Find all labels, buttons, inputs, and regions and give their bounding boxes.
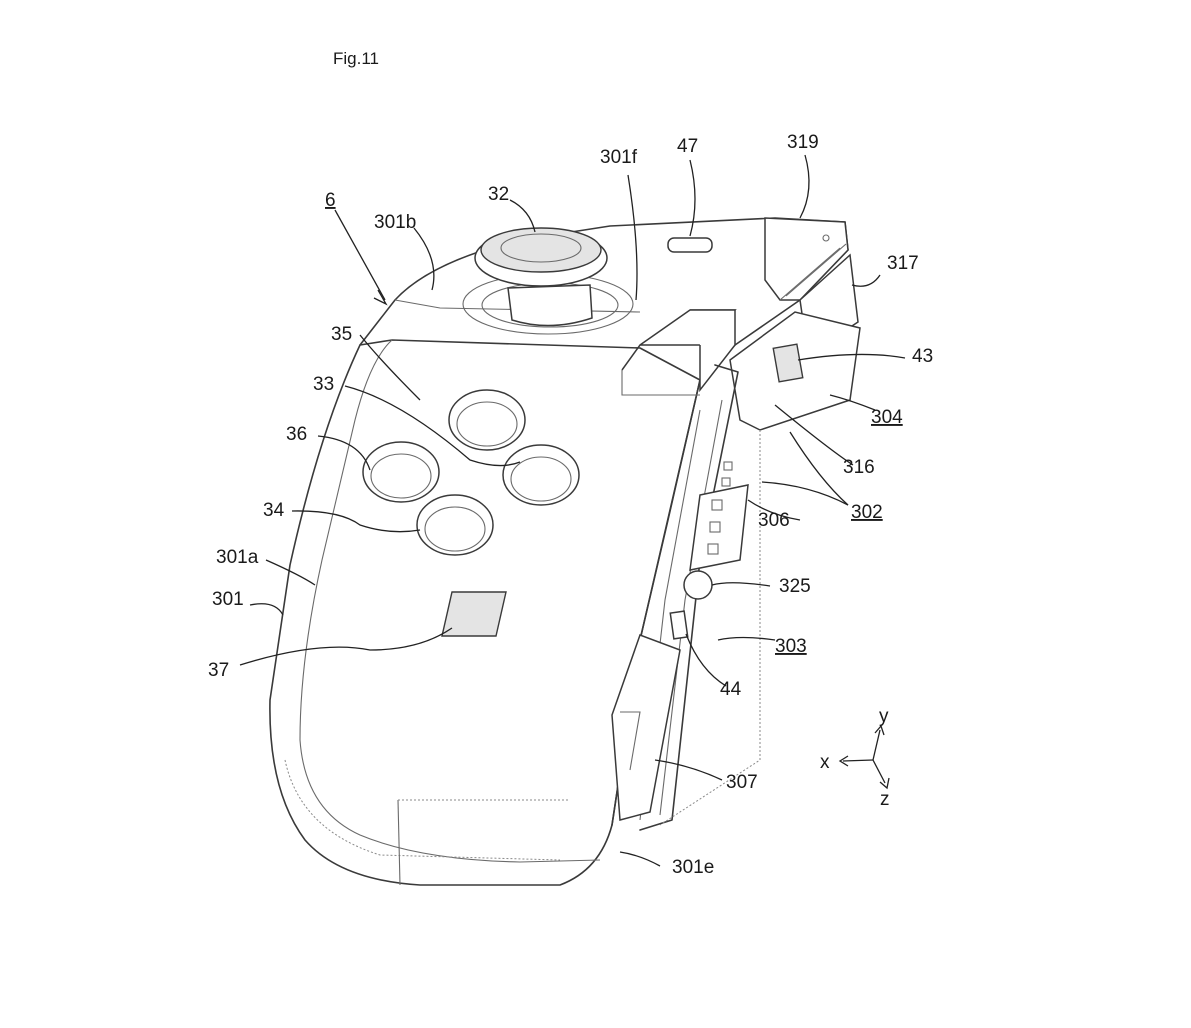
face-buttons <box>362 389 580 556</box>
axis-y-label: y <box>879 706 889 727</box>
label-307: 307 <box>726 772 758 793</box>
button-33 <box>502 444 580 506</box>
coordinate-axes: y x z <box>820 706 890 810</box>
label-35: 35 <box>331 324 352 345</box>
button-36 <box>362 441 440 503</box>
label-325: 325 <box>779 576 811 597</box>
analog-stick-32 <box>462 227 634 335</box>
label-32: 32 <box>488 184 509 205</box>
label-317: 317 <box>887 253 919 274</box>
label-304: 304 <box>871 407 903 428</box>
label-37: 37 <box>208 660 229 681</box>
label-301a: 301a <box>216 547 259 568</box>
label-306: 306 <box>758 510 790 531</box>
button-37 <box>441 591 507 637</box>
label-301f: 301f <box>600 147 638 168</box>
label-6: 6 <box>325 190 336 211</box>
label-47: 47 <box>677 136 698 157</box>
label-43: 43 <box>912 346 933 367</box>
label-36: 36 <box>286 424 307 445</box>
reference-labels: 6 301b 32 301f 47 319 317 43 304 35 33 3… <box>208 132 933 878</box>
label-316: 316 <box>843 457 875 478</box>
label-302: 302 <box>851 502 883 523</box>
button-34 <box>416 494 494 556</box>
label-33: 33 <box>313 374 334 395</box>
label-301e: 301e <box>672 857 714 878</box>
label-34: 34 <box>263 500 285 521</box>
label-301b: 301b <box>374 212 416 233</box>
label-301: 301 <box>212 589 244 610</box>
leader-lines <box>239 154 906 867</box>
label-303: 303 <box>775 636 807 657</box>
button-35 <box>448 389 526 451</box>
button-47 <box>667 237 713 253</box>
figure-title: Fig.11 <box>333 49 379 68</box>
axis-z-label: z <box>880 789 890 810</box>
label-319: 319 <box>787 132 819 153</box>
slider-302 <box>611 217 861 831</box>
label-44: 44 <box>720 679 742 700</box>
axis-x-label: x <box>820 752 830 773</box>
